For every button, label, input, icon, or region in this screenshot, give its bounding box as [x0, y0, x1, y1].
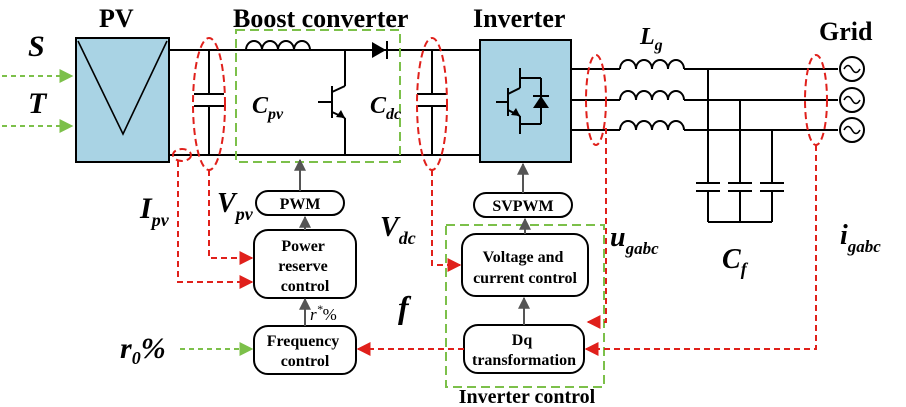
rstar-label: r*%	[310, 302, 337, 324]
pv-panel	[75, 37, 170, 163]
dq-transformation-label: Dq transformation	[472, 332, 576, 369]
inverter-control-title: Inverter control	[459, 386, 596, 407]
symbol-s: S	[28, 30, 45, 63]
r0-label: r0%	[120, 332, 166, 368]
cpv-capacitor	[194, 50, 224, 155]
cf-filter-capacitors	[696, 69, 784, 223]
cdc-label: Cdc	[370, 93, 401, 123]
frequency-symbol: f	[398, 289, 412, 325]
inverter-block	[479, 39, 572, 163]
ugabc-feedback-line	[586, 128, 607, 329]
ipv-label: Ipv	[139, 192, 170, 230]
grid-title: Grid	[819, 17, 873, 46]
pv-title: PV	[99, 4, 134, 33]
lg-inductors	[619, 58, 685, 131]
ipv-measure-ellipse	[172, 148, 192, 162]
boost-converter-title: Boost converter	[233, 4, 408, 33]
voltage-current-label: Voltage and current control	[473, 249, 577, 287]
cpv-label: Cpv	[252, 93, 284, 123]
lg-label: Lg	[639, 24, 663, 54]
boost-diode	[372, 41, 388, 59]
boost-converter-group	[235, 29, 401, 163]
vpv-label: Vpv	[217, 188, 254, 224]
cdc-capacitor	[417, 50, 447, 155]
ugabc-measure-ellipse	[585, 54, 607, 146]
ugabc-label: ugabc	[610, 222, 659, 258]
pv-panel-symbol	[77, 40, 168, 136]
igabc-label: igabc	[840, 220, 881, 256]
symbol-t: T	[28, 87, 48, 120]
vdc-label: Vdc	[380, 212, 416, 248]
svpwm-label: SVPWM	[492, 198, 553, 215]
inverter-title: Inverter	[473, 4, 565, 33]
grid-sources	[839, 56, 865, 143]
cf-label: Cf	[722, 244, 749, 279]
frequency-control-label: Frequency control	[267, 333, 344, 370]
pwm-label: PWM	[280, 196, 321, 213]
vdc-feedback-line	[431, 170, 462, 272]
igabc-feedback-line	[584, 145, 817, 356]
boost-switch	[318, 50, 346, 155]
power-reserve-label: Power reserve control	[278, 238, 331, 295]
ipv-feedback-line	[177, 161, 254, 289]
boost-inductor	[224, 40, 311, 51]
inverter-switch-symbol	[496, 68, 549, 134]
